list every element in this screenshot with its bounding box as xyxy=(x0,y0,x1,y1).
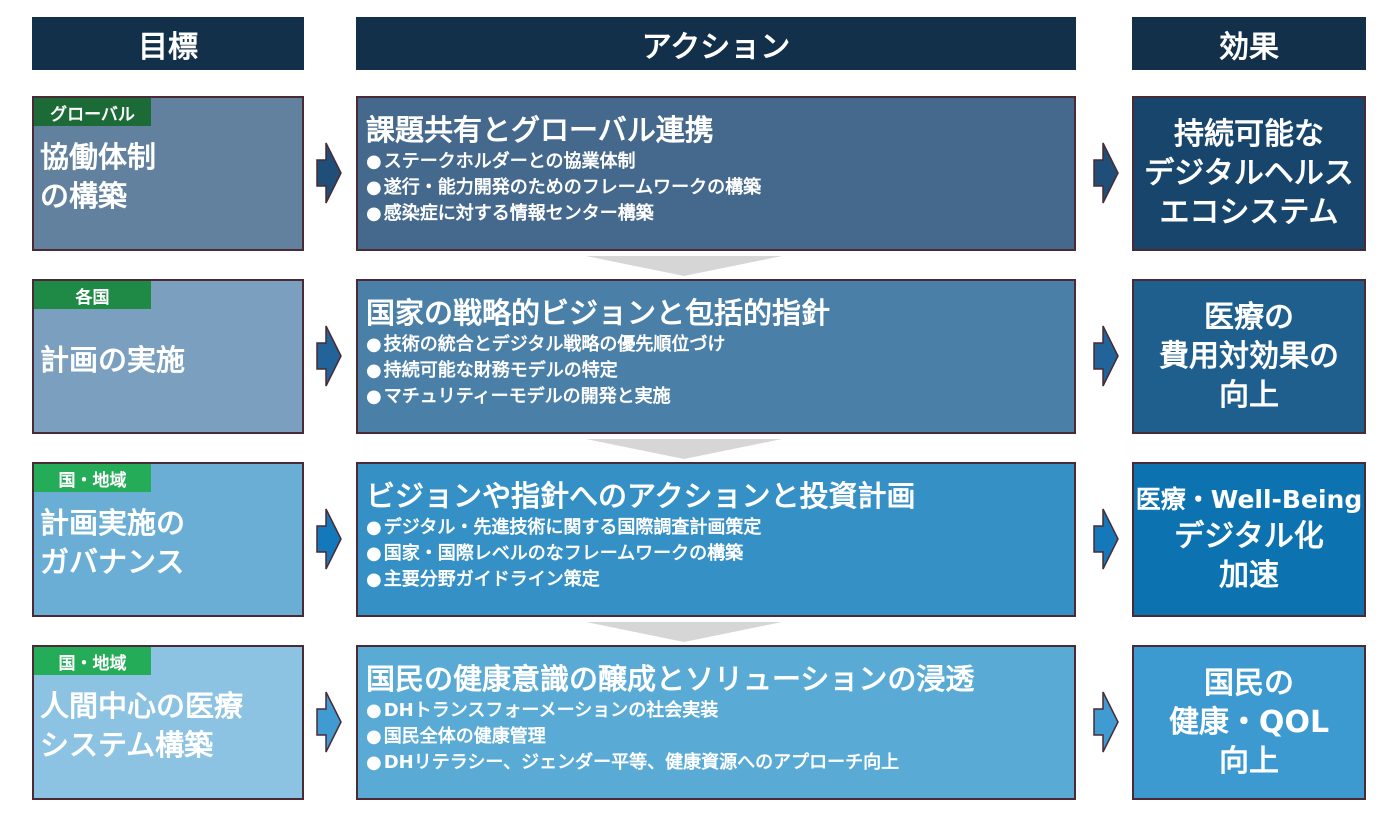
action-item: 主要分野ガイドライン策定 xyxy=(366,567,1074,593)
effect-line: 向上 xyxy=(1219,744,1279,779)
right-arrow-icon xyxy=(316,142,342,204)
action-item: デジタル・先進技術に関する国際調査計画策定 xyxy=(366,515,1074,541)
goal-box-global: グローバル 協働体制 の構築 xyxy=(32,96,304,251)
right-arrow-icon xyxy=(316,691,342,753)
effect-line: 加速 xyxy=(1219,557,1279,593)
right-arrow-icon xyxy=(1093,142,1119,204)
goal-box-country: 各国 計画の実施 xyxy=(32,279,304,434)
down-chevron-icon xyxy=(586,622,782,644)
action-title: 課題共有とグローバル連携 xyxy=(366,113,714,147)
effect-box-digitalization: 医療・Well-Being デジタル化 加速 xyxy=(1132,462,1366,617)
right-arrow-icon xyxy=(316,508,342,570)
action-item-list: デジタル・先進技術に関する国際調査計画策定 国家・国際レベルのなフレームワークの… xyxy=(366,515,1074,593)
right-arrow-icon xyxy=(1093,508,1119,570)
header-effect: 効果 xyxy=(1132,17,1366,70)
down-chevron-icon xyxy=(586,256,782,278)
goal-line: の構築 xyxy=(40,179,128,214)
right-arrow-icon xyxy=(1093,325,1119,387)
action-item: 国民全体の健康管理 xyxy=(366,724,1074,750)
goal-title: 計画実施の ガバナンス xyxy=(40,504,185,582)
action-item: 感染症に対する情報センター構築 xyxy=(366,201,1074,227)
action-item-list: DHトランスフォーメーションの社会実装 国民全体の健康管理 DHリテラシー、ジェ… xyxy=(366,698,1074,776)
action-item: 国家・国際レベルのなフレームワークの構築 xyxy=(366,541,1074,567)
action-box-health-awareness: 国民の健康意識の醸成とソリューションの浸透 DHトランスフォーメーションの社会実… xyxy=(356,645,1076,800)
action-item: ステークホルダーとの協業体制 xyxy=(366,149,1074,175)
down-chevron-icon xyxy=(586,439,782,461)
scope-tag: 各国 xyxy=(34,281,151,309)
goal-line: ガバナンス xyxy=(40,545,185,580)
effect-line: エコシステム xyxy=(1159,195,1339,230)
effect-line: デジタル化 xyxy=(1174,518,1324,554)
action-title: ビジョンや指針へのアクションと投資計画 xyxy=(366,479,916,513)
action-item-list: ステークホルダーとの協業体制 遂行・能力開発のためのフレームワークの構築 感染症… xyxy=(366,149,1074,227)
goal-line: 人間中心の医療 xyxy=(40,689,244,723)
effect-line: 国民の xyxy=(1204,666,1294,701)
goal-line: 計画の実施 xyxy=(40,343,186,377)
action-box-global: 課題共有とグローバル連携 ステークホルダーとの協業体制 遂行・能力開発のためのフ… xyxy=(356,96,1076,251)
action-box-investment: ビジョンや指針へのアクションと投資計画 デジタル・先進技術に関する国際調査計画策… xyxy=(356,462,1076,617)
scope-tag: 国・地域 xyxy=(34,647,151,675)
action-item: 遂行・能力開発のためのフレームワークの構築 xyxy=(366,175,1074,201)
effect-box-qol: 国民の 健康・QOL 向上 xyxy=(1132,645,1366,800)
effect-line: 健康・QOL xyxy=(1168,705,1330,740)
action-item: DHトランスフォーメーションの社会実装 xyxy=(366,698,1074,724)
scope-tag: グローバル xyxy=(34,98,151,126)
action-item: DHリテラシー、ジェンダー平等、健康資源へのアプローチ向上 xyxy=(366,750,1074,776)
goal-title: 協働体制 の構築 xyxy=(40,138,156,216)
action-box-country: 国家の戦略的ビジョンと包括的指針 技術の統合とデジタル戦略の優先順位づけ 持続可… xyxy=(356,279,1076,434)
effect-line: 持続可能な xyxy=(1174,117,1324,152)
right-arrow-icon xyxy=(1093,691,1119,753)
scope-tag: 国・地域 xyxy=(34,464,151,492)
goal-line: システム構築 xyxy=(40,728,214,763)
goal-box-human-centric: 国・地域 人間中心の医療 システム構築 xyxy=(32,645,304,800)
effect-box-cost-effectiveness: 医療の 費用対効果の 向上 xyxy=(1132,279,1366,434)
goal-title: 計画の実施 xyxy=(40,341,185,380)
action-item-list: 技術の統合とデジタル戦略の優先順位づけ 持続可能な財務モデルの特定 マチュリティ… xyxy=(366,332,1074,410)
right-arrow-icon xyxy=(316,325,342,387)
action-item: 持続可能な財務モデルの特定 xyxy=(366,358,1074,384)
effect-line: 費用対効果の xyxy=(1159,339,1339,374)
effect-box-sustainable: 持続可能な デジタルヘルス エコシステム xyxy=(1132,96,1366,251)
header-goal: 目標 xyxy=(32,17,304,70)
effect-line: 医療・Well-Being xyxy=(1135,485,1363,515)
goal-line: 協働体制 xyxy=(40,140,157,174)
header-action: アクション xyxy=(356,17,1076,70)
action-title: 国民の健康意識の醸成とソリューションの浸透 xyxy=(366,662,975,696)
effect-line: デジタルヘルス xyxy=(1144,156,1354,191)
effect-line: 医療の xyxy=(1204,300,1294,335)
goal-box-governance: 国・地域 計画実施の ガバナンス xyxy=(32,462,304,617)
goal-line: 計画実施の xyxy=(40,506,186,540)
action-item: 技術の統合とデジタル戦略の優先順位づけ xyxy=(366,332,1074,358)
action-title: 国家の戦略的ビジョンと包括的指針 xyxy=(366,296,831,330)
action-item: マチュリティーモデルの開発と実施 xyxy=(366,384,1074,410)
effect-line: 向上 xyxy=(1219,378,1279,413)
goal-title: 人間中心の医療 システム構築 xyxy=(40,687,243,765)
